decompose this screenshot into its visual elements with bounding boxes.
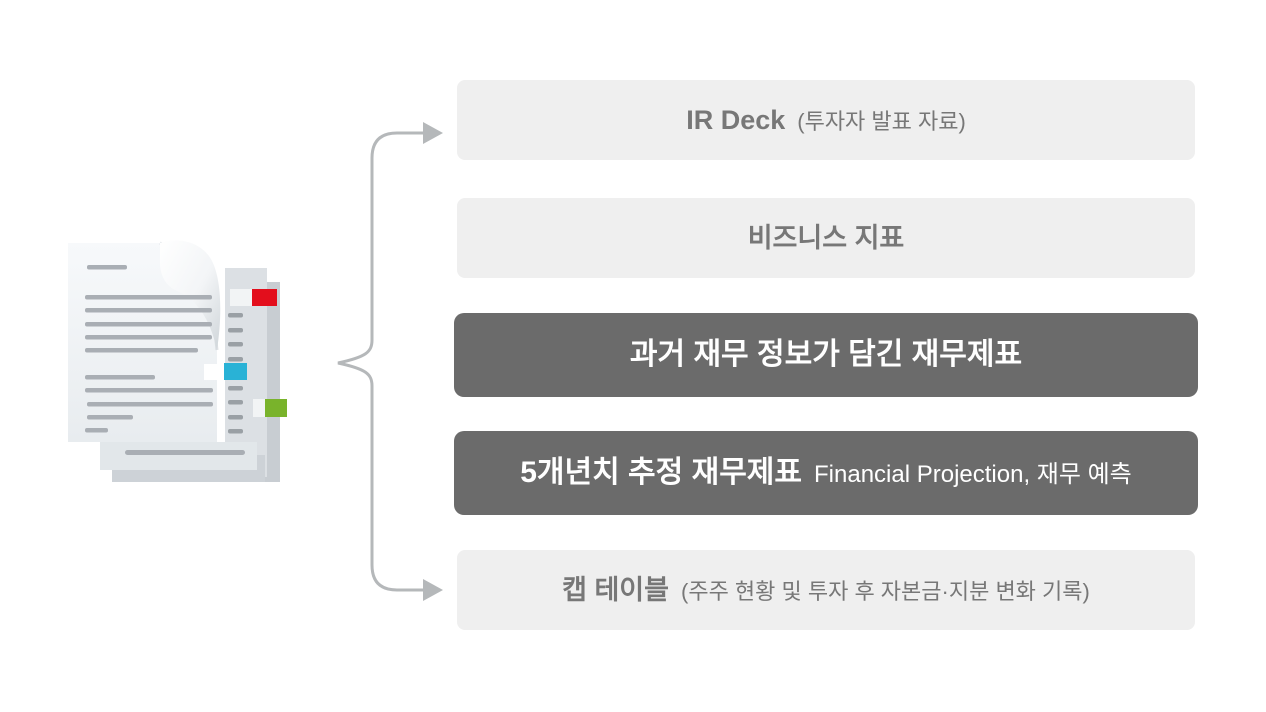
bottom-sheet-line	[125, 450, 245, 455]
page-text-lines	[85, 265, 213, 433]
brace-path	[337, 131, 424, 592]
item-business-metrics: 비즈니스 지표	[457, 198, 1195, 278]
item-title: IR Deck	[686, 105, 786, 135]
green-bookmark-tab	[265, 399, 287, 417]
item-subtitle: (투자자 발표 자료)	[797, 109, 966, 134]
green-tab-white-part	[253, 399, 265, 417]
item-title: 캡 테이블	[562, 575, 669, 605]
bottom-sheet	[100, 442, 257, 470]
item-ir-deck: IR Deck (투자자 발표 자료)	[457, 80, 1195, 160]
item-title: 과거 재무 정보가 담긴 재무제표	[629, 338, 1023, 371]
cyan-tab-white-part	[204, 364, 224, 380]
arrow-right-icon	[423, 122, 443, 144]
documents-illustration	[68, 240, 287, 482]
cyan-bookmark-tab	[224, 363, 247, 380]
arrow-right-icon	[423, 579, 443, 601]
item-title: 비즈니스 지표	[747, 223, 905, 253]
item-subtitle: Financial Projection, 재무 예측	[814, 461, 1132, 488]
item-historical-financial-statements: 과거 재무 정보가 담긴 재무제표	[454, 313, 1198, 397]
back-sheet-dashes	[228, 313, 243, 448]
item-subtitle: (주주 현황 및 투자 후 자본금·지분 변화 기록)	[681, 579, 1090, 604]
red-tab-white-part	[230, 289, 252, 306]
red-bookmark-tab	[252, 289, 277, 306]
item-title: 5개년치 추정 재무제표	[520, 456, 802, 489]
item-projected-financial-statements: 5개년치 추정 재무제표 Financial Projection, 재무 예측	[454, 431, 1198, 515]
brace-connector	[337, 122, 443, 601]
item-cap-table: 캡 테이블 (주주 현황 및 투자 후 자본금·지분 변화 기록)	[457, 550, 1195, 630]
